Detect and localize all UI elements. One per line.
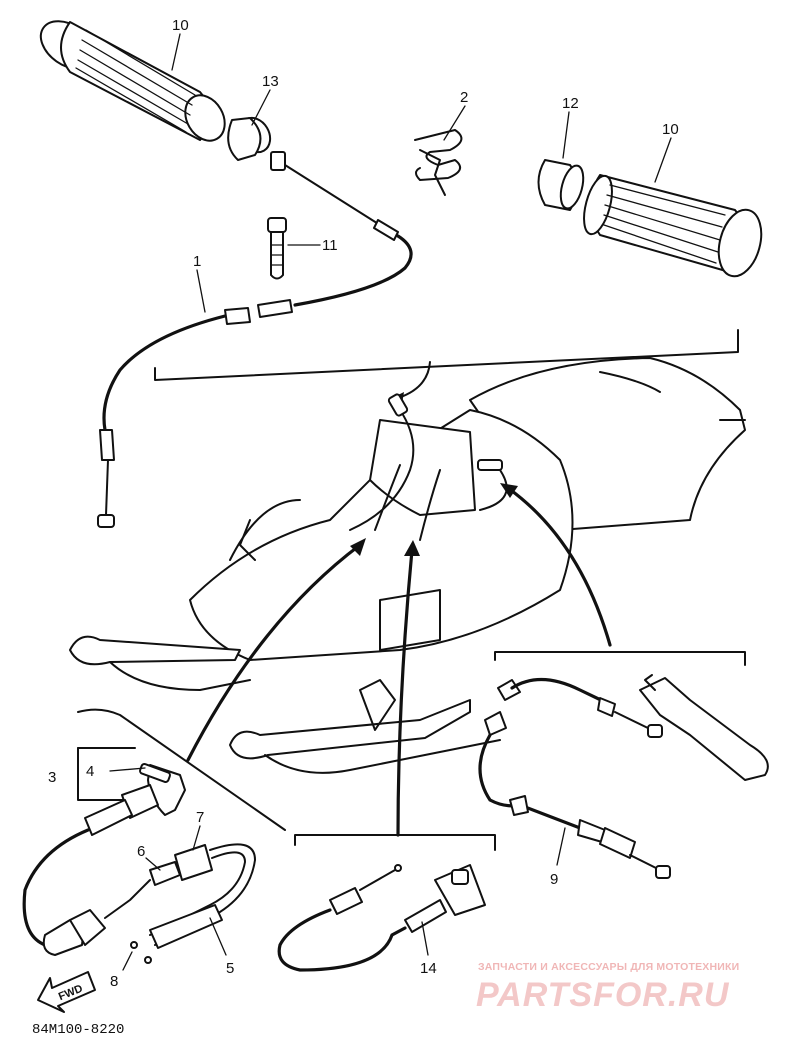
watermark: ЗАПЧАСТИ И АКСЕССУАРЫ ДЛЯ МОТОТЕХНИКИ PA… bbox=[476, 961, 739, 1014]
forward-direction-arrow: FWD bbox=[37, 971, 96, 1013]
collar-12 bbox=[537, 159, 585, 211]
leader-lines bbox=[109, 33, 672, 971]
cable-tie-11 bbox=[267, 217, 287, 280]
callout-9: 9 bbox=[550, 871, 558, 888]
callout-7: 7 bbox=[196, 809, 204, 826]
watermark-brand: PARTSFOR.RU bbox=[476, 976, 730, 1014]
callout-13: 13 bbox=[262, 73, 279, 90]
snowmobile-body bbox=[69, 357, 746, 774]
watermark-tagline: ЗАПЧАСТИ И АКСЕССУАРЫ ДЛЯ МОТОТЕХНИКИ bbox=[478, 961, 739, 973]
callout-labels: 10 13 2 12 10 11 1 3 4 7 6 8 5 14 9 bbox=[48, 17, 679, 990]
callout-6: 6 bbox=[137, 843, 145, 860]
group-center-bracket bbox=[294, 834, 496, 851]
throttle-cable-1 bbox=[97, 151, 413, 528]
callout-2: 2 bbox=[460, 89, 468, 106]
routing-arrows bbox=[186, 483, 612, 837]
left-grip bbox=[39, 20, 226, 142]
right-grip bbox=[583, 174, 763, 278]
group-right-bracket bbox=[494, 651, 746, 666]
callout-4: 4 bbox=[86, 763, 94, 780]
brake-cable-assembly bbox=[478, 674, 769, 879]
left-lever-assembly bbox=[22, 747, 256, 964]
callout-10-right: 10 bbox=[662, 121, 679, 138]
throttle-switch-assembly bbox=[277, 864, 486, 972]
callout-14: 14 bbox=[420, 960, 437, 977]
group-left-bracket bbox=[77, 708, 286, 831]
spring-clip-2 bbox=[414, 129, 463, 196]
callout-5: 5 bbox=[226, 960, 234, 977]
callout-1: 1 bbox=[193, 253, 201, 270]
callout-3: 3 bbox=[48, 769, 56, 786]
callout-12: 12 bbox=[562, 95, 579, 112]
callout-8: 8 bbox=[110, 973, 118, 990]
collar-13 bbox=[227, 116, 272, 161]
diagram-code: 84M100-8220 bbox=[32, 1022, 124, 1038]
callout-11: 11 bbox=[322, 237, 338, 254]
handlebar-group-bracket bbox=[154, 329, 739, 381]
callout-10-left: 10 bbox=[172, 17, 189, 34]
